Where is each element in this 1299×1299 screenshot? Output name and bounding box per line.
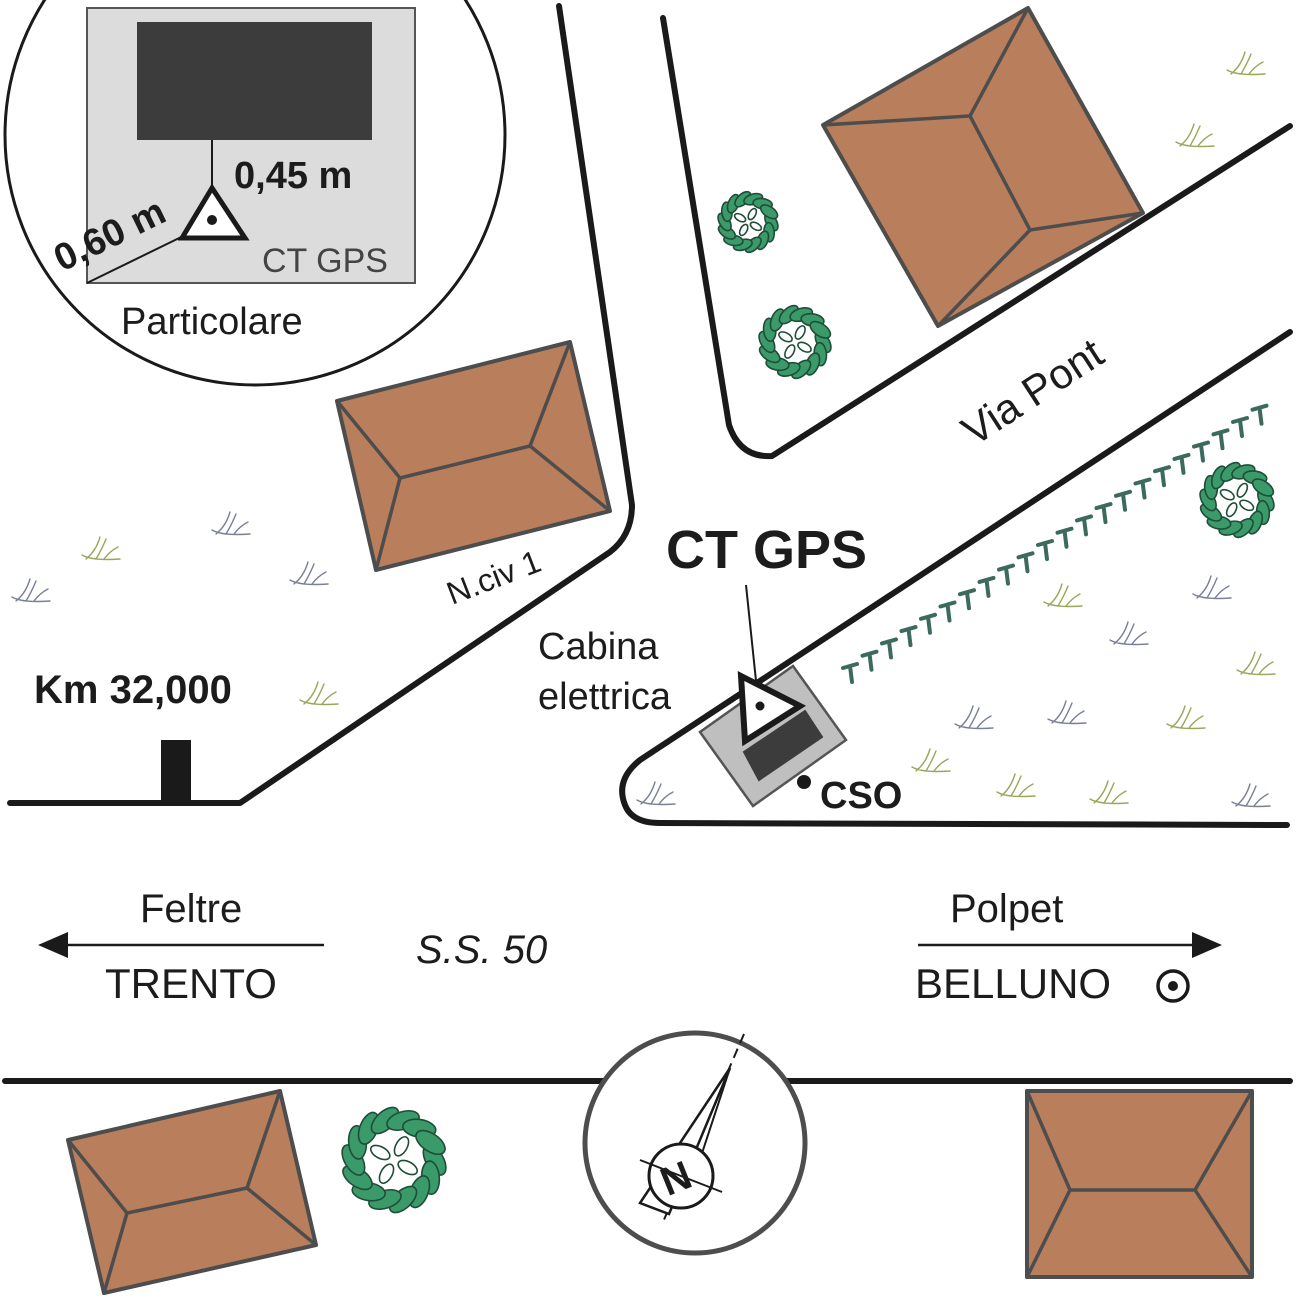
hedge-mark-icon	[1114, 489, 1132, 512]
grass-tuft-icon	[1166, 705, 1206, 730]
hedge-mark-icon	[841, 662, 859, 684]
hedge-mark-icon	[880, 637, 898, 660]
house-lower-left	[66, 1089, 318, 1295]
ct-gps-marker: CT GPS Cabina elettrica	[538, 520, 867, 747]
grass-tuft-icon	[11, 578, 51, 603]
arrow-left-icon	[38, 932, 68, 958]
feltre-label: Feltre	[140, 887, 242, 931]
grass-tuft-icon	[911, 748, 951, 773]
tree-icon-1	[717, 190, 779, 254]
kilometre-marker: Km 32,000	[34, 668, 232, 803]
hedge-mark-icon	[899, 625, 918, 648]
via-pont-north-edge	[660, 15, 1293, 460]
cso-point: CSO	[797, 775, 902, 817]
hedge-mark-icon	[1036, 539, 1054, 561]
house-number-label: N.civ 1	[442, 543, 546, 612]
ct-gps-title: CT GPS	[666, 520, 867, 580]
inset-title: Particolare	[121, 301, 303, 343]
hedge-mark-icon	[1211, 428, 1230, 451]
grass-tuft-icon	[211, 511, 251, 536]
belluno-label: BELLUNO	[915, 960, 1111, 1007]
arrow-right-icon	[1192, 932, 1222, 958]
grass-tuft-icon	[636, 781, 676, 806]
house-lower-right	[1025, 1089, 1254, 1279]
cabin-label-line-1: Cabina	[538, 626, 659, 668]
tree-icon-2	[758, 304, 832, 380]
grass-tuft-icon	[1231, 783, 1271, 808]
hedge-mark-icon	[958, 588, 976, 611]
upper-left-road-edge	[7, 3, 635, 806]
house-civ-1	[335, 340, 612, 572]
hedge-mark-icon	[1016, 551, 1035, 574]
north-arrow: N	[582, 1030, 808, 1256]
hedge-mark-icon	[997, 563, 1015, 586]
inset-cabin-block	[137, 22, 372, 140]
grass-tuft-icon	[1236, 651, 1276, 676]
hedge-mark-icon	[919, 612, 937, 635]
grass-tuft-icon	[1043, 583, 1083, 608]
hedge-mark-icon	[1231, 416, 1249, 438]
hedge-row	[841, 403, 1269, 684]
kilometre-label: Km 32,000	[34, 668, 232, 712]
tree-icon-4	[341, 1106, 447, 1214]
kilometre-post-icon	[161, 740, 191, 803]
grass-tuft-icon	[1047, 700, 1087, 725]
main-road-label: S.S. 50	[416, 928, 547, 972]
direction-west: Feltre TRENTO	[38, 887, 324, 1007]
polpet-label: Polpet	[950, 887, 1063, 931]
grass-tuft-icon	[1109, 621, 1149, 646]
hedge-mark-icon	[1133, 477, 1152, 500]
hedge-mark-icon	[1172, 452, 1191, 475]
hedge-mark-icon	[1075, 514, 1093, 537]
grass-tuft-icon	[1089, 780, 1129, 805]
city-target-icon	[1156, 969, 1190, 1003]
hedge-mark-icon	[1094, 502, 1113, 525]
hedge-mark-icon	[1250, 403, 1269, 426]
cabin-label-line-2: elettrica	[538, 676, 672, 718]
detail-inset: 0,45 m 0,60 m CT GPS Particolare	[3, 0, 507, 387]
grass-tuft-icon	[1192, 575, 1232, 600]
hedge-mark-icon	[1153, 465, 1171, 488]
hedge-mark-icon	[860, 649, 879, 672]
grass-tuft-icon	[81, 536, 121, 561]
hedge-mark-icon	[938, 600, 957, 623]
inset-benchmark-triangle	[177, 183, 250, 241]
direction-east: Polpet BELLUNO	[915, 887, 1222, 1007]
via-pont-south-edge	[619, 329, 1293, 828]
grass-tuft-icon	[1226, 51, 1266, 76]
tree-icon-3	[1199, 461, 1275, 539]
grass-tuft-icon	[289, 561, 329, 586]
hedge-mark-icon	[977, 575, 996, 598]
grass-tuft-icon	[1175, 123, 1215, 148]
grass-tufts-layer	[11, 51, 1276, 808]
benchmark-triangle-icon	[737, 670, 807, 747]
hedge-mark-icon	[1055, 526, 1074, 549]
via-pont-label: Via Pont	[953, 329, 1111, 455]
road-network	[2, 3, 1293, 1084]
inset-point-label: CT GPS	[262, 242, 388, 280]
trees-layer	[341, 190, 1275, 1214]
house-upper-right	[821, 6, 1145, 328]
grass-tuft-icon	[954, 705, 994, 730]
grass-tuft-icon	[299, 681, 339, 706]
grass-tuft-icon	[996, 773, 1036, 798]
electric-cabin	[698, 664, 848, 808]
cso-dot-icon	[797, 775, 811, 789]
trento-label: TRENTO	[105, 960, 277, 1007]
cso-label: CSO	[820, 775, 902, 817]
hedge-mark-icon	[1192, 440, 1210, 463]
inset-front-distance: 0,45 m	[234, 155, 352, 197]
